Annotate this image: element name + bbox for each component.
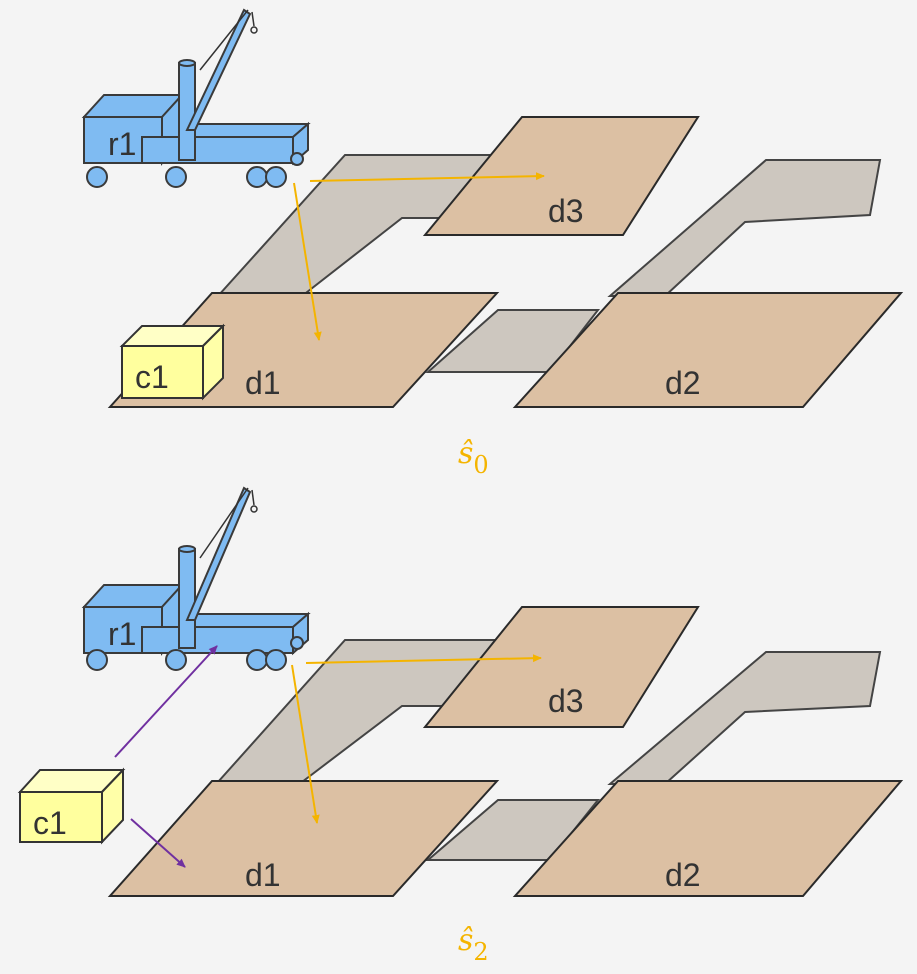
- arrow-r1-to-d1: [293, 182, 322, 341]
- robot-label-r1: r1: [108, 126, 136, 162]
- arrow-r1-to-d1: [291, 664, 320, 824]
- arrow-r1-to-d3: [309, 172, 545, 182]
- crate-label-c1: c1: [135, 359, 169, 395]
- dock-d2: [512, 780, 904, 897]
- crate-c1: c1: [119, 323, 226, 401]
- robot-r1: r1: [81, 486, 311, 671]
- arrow-r1-to-d3: [305, 654, 542, 664]
- crate-c1: c1: [17, 767, 126, 845]
- arrow-c1-to-r1: [114, 645, 218, 758]
- crate-label-c1: c1: [33, 805, 67, 841]
- dock-label-d1: d1: [245, 857, 281, 893]
- dock-label-d3: d3: [548, 193, 584, 229]
- scene-state-2: d3 d1 d2 c1 r: [17, 486, 904, 966]
- dock-label-d2: d2: [665, 857, 701, 893]
- state-label-s0: ŝ0: [458, 436, 489, 479]
- dock-label-d3: d3: [548, 683, 584, 719]
- state-label-s2: ŝ2: [458, 923, 489, 966]
- robot-r1: r1: [81, 8, 311, 188]
- robot-label-r1: r1: [108, 616, 136, 652]
- dock-label-d2: d2: [665, 365, 701, 401]
- dock-d1: [107, 780, 500, 897]
- arrow-c1-to-d1: [130, 818, 186, 868]
- dock-d2: [512, 292, 904, 408]
- road-network: [215, 639, 882, 861]
- dock-label-d1: d1: [245, 365, 281, 401]
- road-network: [215, 154, 882, 373]
- dock-d3: [422, 116, 700, 236]
- scene-state-0: d3 d1 d2 c1 r: [81, 8, 904, 479]
- dock-d3: [422, 606, 700, 728]
